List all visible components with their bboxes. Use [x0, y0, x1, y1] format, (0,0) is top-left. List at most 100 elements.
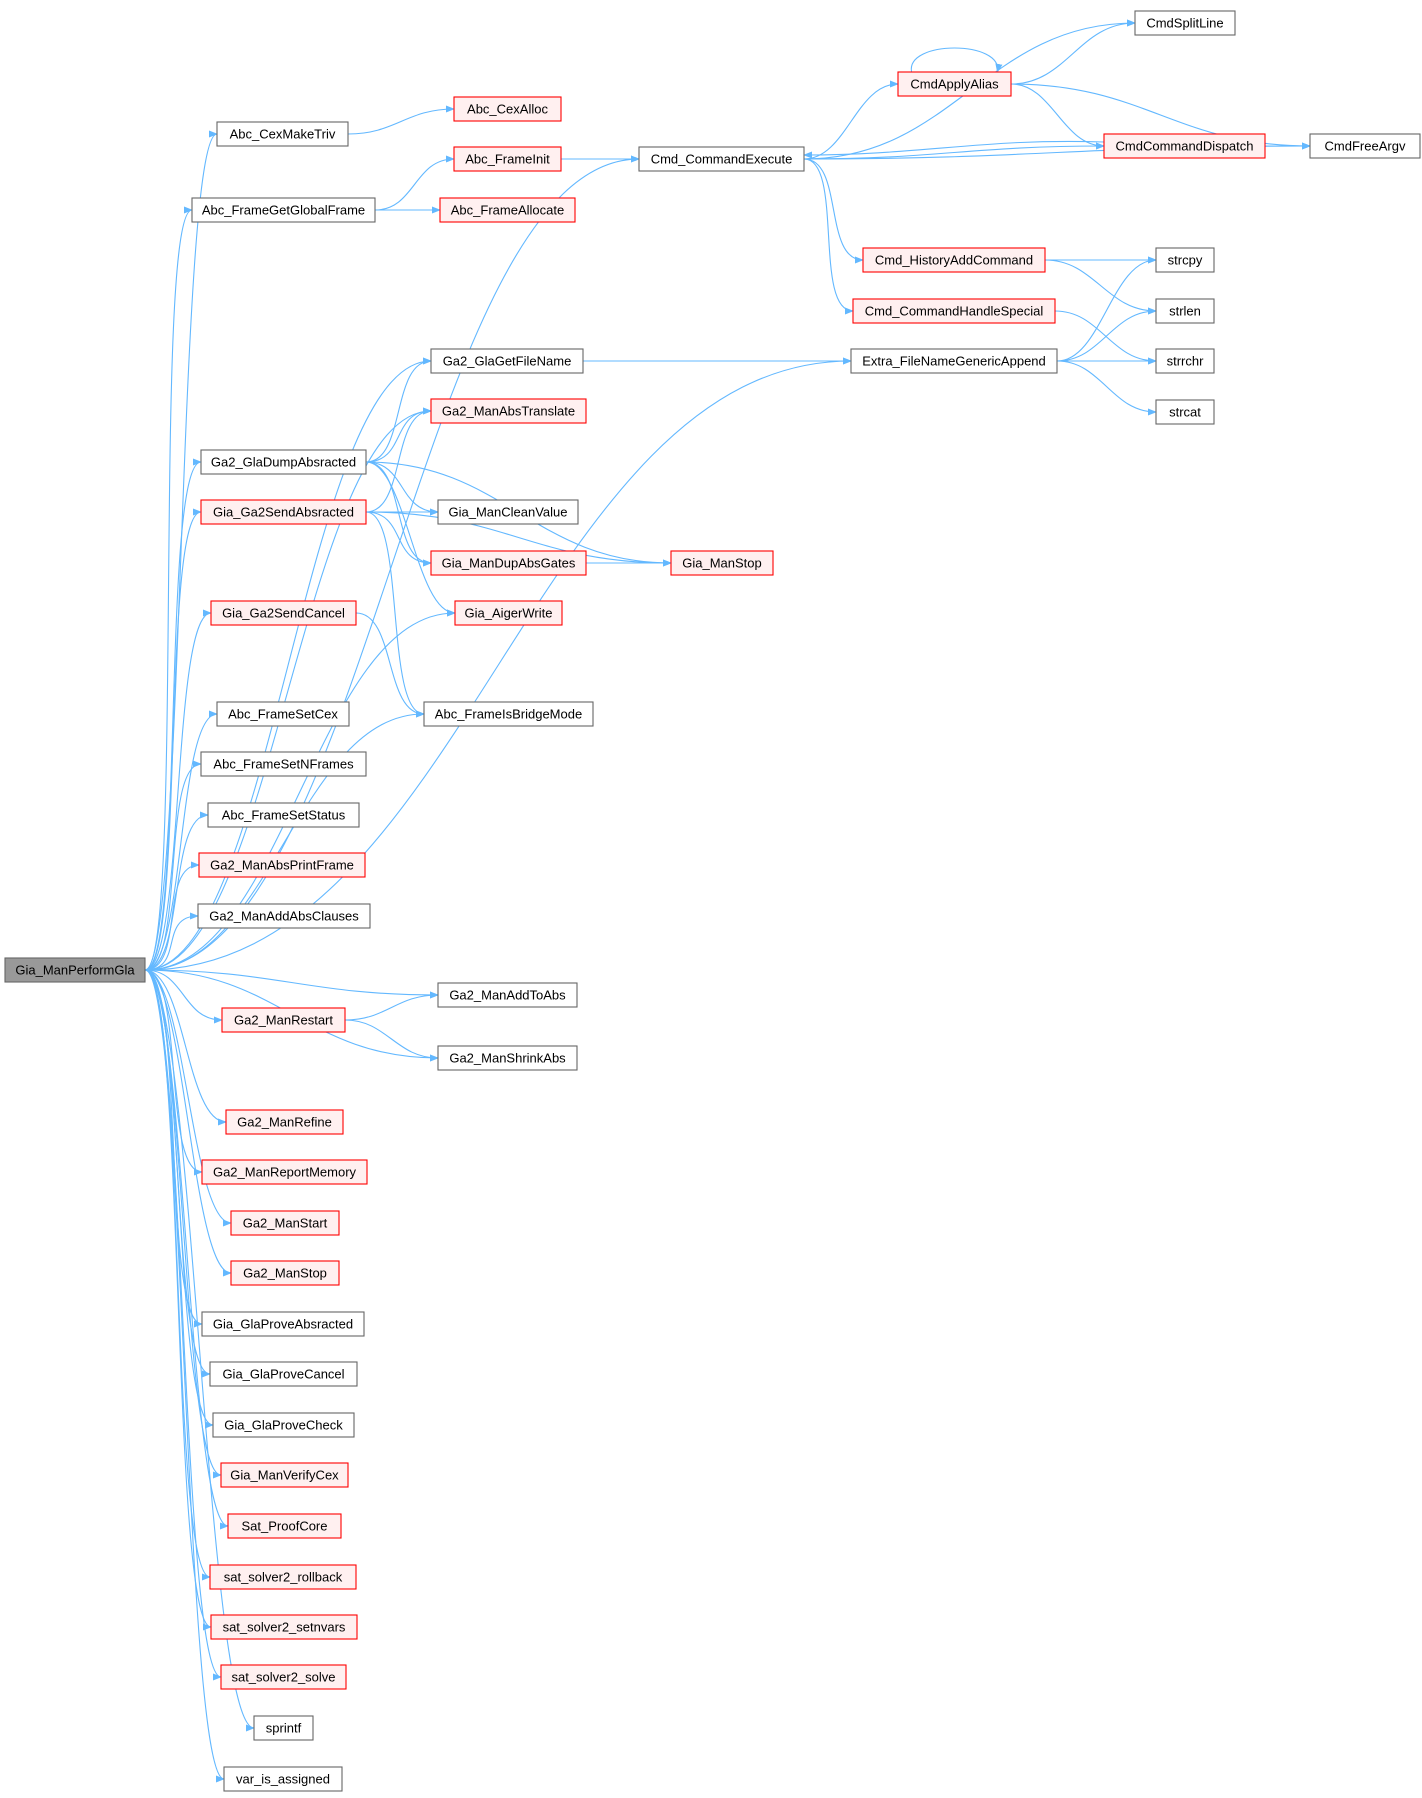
node-box: [1134, 10, 1236, 36]
node-abc-framegetglobalframe[interactable]: Abc_FrameGetGlobalFrame: [191, 197, 376, 223]
node-ga2-manabsprintframe[interactable]: Ga2_ManAbsPrintFrame: [198, 852, 366, 878]
edge-root-to-sprintf: [144, 969, 255, 1732]
node-sprintf[interactable]: sprintf: [253, 1715, 314, 1741]
node-gia-manstop[interactable]: Gia_ManStop: [670, 550, 774, 576]
node-box: [230, 1210, 340, 1236]
node-strrchr[interactable]: strrchr: [1155, 348, 1215, 374]
node-cmd-commandhandlespecial[interactable]: Cmd_CommandHandleSpecial: [852, 298, 1056, 324]
node-cmd-commandexecute[interactable]: Cmd_CommandExecute: [638, 146, 805, 172]
node-box: [216, 121, 349, 147]
node-ga2-glagetfilename[interactable]: Ga2_GlaGetFileName: [430, 348, 584, 374]
node-ga2-manrestart[interactable]: Ga2_ManRestart: [221, 1007, 346, 1033]
node-ga2-manaddtoabs[interactable]: Ga2_ManAddToAbs: [437, 982, 578, 1008]
node-ga2-manstart[interactable]: Ga2_ManStart: [230, 1210, 340, 1236]
node-ga2-manshrinkabs[interactable]: Ga2_ManShrinkAbs: [437, 1045, 578, 1071]
node-label: strlen: [1169, 304, 1201, 319]
edge-root-to-gladumpabs: [144, 458, 202, 971]
edge-cmdapplyalias-to-cmdsplitline: [1010, 19, 1136, 85]
edge-root-to-getglobalframe: [144, 206, 193, 971]
node-gia-glaprovecancel[interactable]: Gia_GlaProveCancel: [209, 1361, 358, 1387]
node-abc-framesetstatus[interactable]: Abc_FrameSetStatus: [207, 802, 360, 828]
node-cmdfreeargv[interactable]: CmdFreeArgv: [1309, 133, 1421, 159]
node-box: [216, 701, 350, 727]
node-cmdcommanddispatch[interactable]: CmdCommandDispatch: [1103, 133, 1266, 159]
node-box: [454, 600, 563, 626]
node-strlen[interactable]: strlen: [1155, 298, 1215, 324]
node-box: [210, 1614, 358, 1640]
node-gia-ga2sendcancel[interactable]: Gia_Ga2SendCancel: [210, 600, 357, 626]
edge-root-to-ga2sendcancel: [144, 609, 212, 971]
node-cmdapplyalias[interactable]: CmdApplyAlias: [897, 71, 1012, 97]
node-sat-solver2-setnvars[interactable]: sat_solver2_setnvars: [210, 1614, 358, 1640]
node-ga2-manrefine[interactable]: Ga2_ManRefine: [225, 1109, 344, 1135]
node-box: [210, 600, 357, 626]
node-label: sat_solver2_rollback: [224, 1570, 343, 1585]
node-ga2-manreportmemory[interactable]: Ga2_ManReportMemory: [201, 1159, 368, 1185]
node-gia-glaprovecheck[interactable]: Gia_GlaProveCheck: [212, 1412, 355, 1438]
node-label: Ga2_ManShrinkAbs: [449, 1051, 566, 1066]
node-box: [1155, 348, 1215, 374]
edge-cexmaketriv-to-cexalloc: [347, 105, 455, 135]
node-gia-manverifycex[interactable]: Gia_ManVerifyCex: [220, 1462, 349, 1488]
node-box: [212, 1412, 355, 1438]
node-box: [1155, 247, 1215, 273]
node-label: strcat: [1169, 405, 1201, 420]
node-ga2-manabstranslate[interactable]: Ga2_ManAbsTranslate: [430, 398, 587, 424]
node-box: [220, 1664, 347, 1690]
edge-root-to-isbridgemode: [144, 710, 425, 971]
node-gia-glaproveabsracted[interactable]: Gia_GlaProveAbsracted: [201, 1311, 365, 1337]
edge-handlespecial-to-strrchr: [1054, 310, 1157, 365]
node-box: [221, 1007, 346, 1033]
node-box: [423, 701, 594, 727]
node-ga2-manaddabsclauses[interactable]: Ga2_ManAddAbsClauses: [197, 903, 371, 929]
node-label: Gia_ManCleanValue: [449, 505, 568, 520]
node-abc-framesetcex[interactable]: Abc_FrameSetCex: [216, 701, 350, 727]
node-box: [230, 1260, 340, 1286]
node-sat-solver2-solve[interactable]: sat_solver2_solve: [220, 1664, 347, 1690]
edge-root-to-provecheck: [144, 969, 214, 1429]
node-gia-manperformgla[interactable]: Gia_ManPerformGla: [4, 957, 146, 983]
node-cmd-historyaddcommand[interactable]: Cmd_HistoryAddCommand: [862, 247, 1046, 273]
node-box: [197, 903, 371, 929]
edge-root-to-manabstranslate: [144, 407, 432, 971]
node-abc-framesetnframes[interactable]: Abc_FrameSetNFrames: [200, 751, 367, 777]
node-abc-cexalloc[interactable]: Abc_CexAlloc: [453, 96, 562, 122]
edge-getglobalframe-to-frameinit: [374, 155, 455, 211]
node-box: [638, 146, 805, 172]
edge-root-to-absprintframe: [144, 861, 200, 971]
node-abc-frameinit[interactable]: Abc_FrameInit: [453, 146, 562, 172]
node-cmdsplitline[interactable]: CmdSplitLine: [1134, 10, 1236, 36]
node-gia-mancleanvalue[interactable]: Gia_ManCleanValue: [437, 499, 579, 525]
node-gia-ga2sendabsracted[interactable]: Gia_Ga2SendAbsracted: [200, 499, 367, 525]
node-gia-mandupabsgates[interactable]: Gia_ManDupAbsGates: [430, 550, 587, 576]
edge-ga2sendabs-to-mandupabsgates: [365, 511, 432, 567]
node-abc-frameisbridgemode[interactable]: Abc_FrameIsBridgeMode: [423, 701, 594, 727]
node-extra-filenamegenericappend[interactable]: Extra_FileNameGenericAppend: [850, 348, 1058, 374]
node-label: Gia_ManPerformGla: [15, 963, 135, 978]
node-abc-cexmaketriv[interactable]: Abc_CexMakeTriv: [216, 121, 349, 147]
node-sat-solver2-rollback[interactable]: sat_solver2_rollback: [209, 1564, 357, 1590]
edge-root-to-manrefine: [144, 969, 227, 1126]
node-box: [862, 247, 1046, 273]
edge-root-to-proofcore: [144, 969, 229, 1530]
edge-extraappend-to-strcpy: [1056, 256, 1157, 362]
edge-gladumpabs-to-aigerwrite: [365, 461, 456, 617]
node-box: [200, 751, 367, 777]
node-ga2-manstop[interactable]: Ga2_ManStop: [230, 1260, 340, 1286]
node-label: Abc_FrameGetGlobalFrame: [202, 203, 365, 218]
node-sat-proofcore[interactable]: Sat_ProofCore: [227, 1513, 342, 1539]
edge-cmdexecute-to-handlespecial: [803, 158, 854, 315]
node-label: Gia_GlaProveCheck: [224, 1418, 343, 1433]
node-abc-frameallocate[interactable]: Abc_FrameAllocate: [439, 197, 576, 223]
node-box: [223, 1766, 343, 1792]
node-strcat[interactable]: strcat: [1155, 399, 1215, 425]
node-box: [430, 348, 584, 374]
node-var-is-assigned[interactable]: var_is_assigned: [223, 1766, 343, 1792]
node-gia-aigerwrite[interactable]: Gia_AigerWrite: [454, 600, 563, 626]
edge-root-to-framesetnframes: [144, 760, 202, 971]
node-ga2-gladumpabsracted[interactable]: Ga2_GlaDumpAbsracted: [200, 449, 367, 475]
node-box: [1103, 133, 1266, 159]
node-strcpy[interactable]: strcpy: [1155, 247, 1215, 273]
node-label: Gia_AigerWrite: [465, 606, 553, 621]
